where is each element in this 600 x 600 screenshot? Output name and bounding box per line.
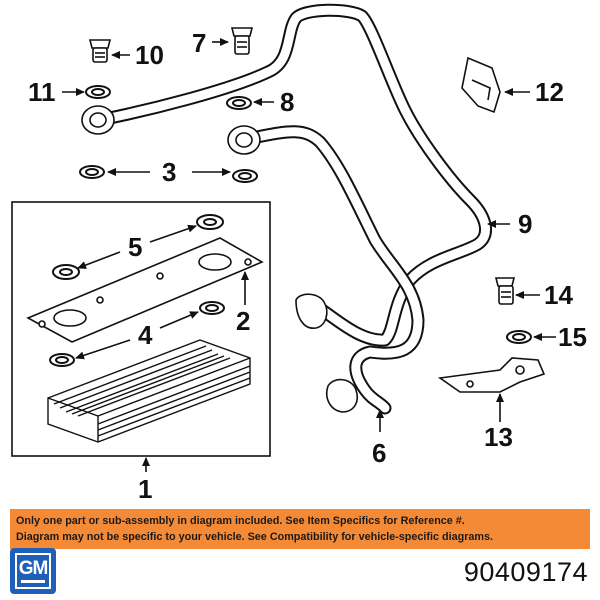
callout-2: 2 [236,306,250,336]
callout-15: 15 [558,322,587,352]
callout-9: 9 [518,209,532,239]
oil-cooler-outlet-hose-icon [93,3,492,347]
callout-12: 12 [535,77,564,107]
callout-13: 13 [484,422,513,452]
banjo-bolt-14-icon [494,277,516,305]
gasket-plate-icon [26,237,264,343]
callout-10: 10 [135,40,164,70]
oil-cooler-inlet-hose-icon [245,125,425,415]
retaining-clip-icon [461,56,501,114]
oil-cooler-core-icon [47,339,251,443]
banjo-bolt-10-icon [88,39,112,63]
callout-1: 1 [138,474,152,504]
leader-lines [62,38,556,472]
bracket-icon [437,357,546,393]
gm-logo-underline [21,579,45,583]
disclaimer-line-2: Diagram may not be specific to your vehi… [16,531,494,543]
gm-logo-frame: GM [15,553,51,589]
seal-ring-icon [79,85,532,344]
gm-logo: GM [10,548,56,594]
callout-8: 8 [280,87,294,117]
callout-7: 7 [192,28,206,58]
callout-5: 5 [128,232,142,262]
callout-6: 6 [372,438,386,468]
assembly-box [11,201,271,457]
disclaimer-banner: Only one part or sub-assembly in diagram… [10,509,590,549]
callout-14: 14 [544,280,573,310]
callout-11: 11 [28,77,56,107]
disclaimer-line-1: Only one part or sub-assembly in diagram… [16,515,465,527]
banjo-bolt-7-icon [230,27,254,55]
hose-fitting-icon [81,105,358,413]
callout-3: 3 [162,157,176,187]
gasket-ring-icon [49,214,225,367]
gm-logo-text: GM [18,557,49,579]
callout-4: 4 [138,320,153,350]
part-number: 90409174 [463,557,588,587]
